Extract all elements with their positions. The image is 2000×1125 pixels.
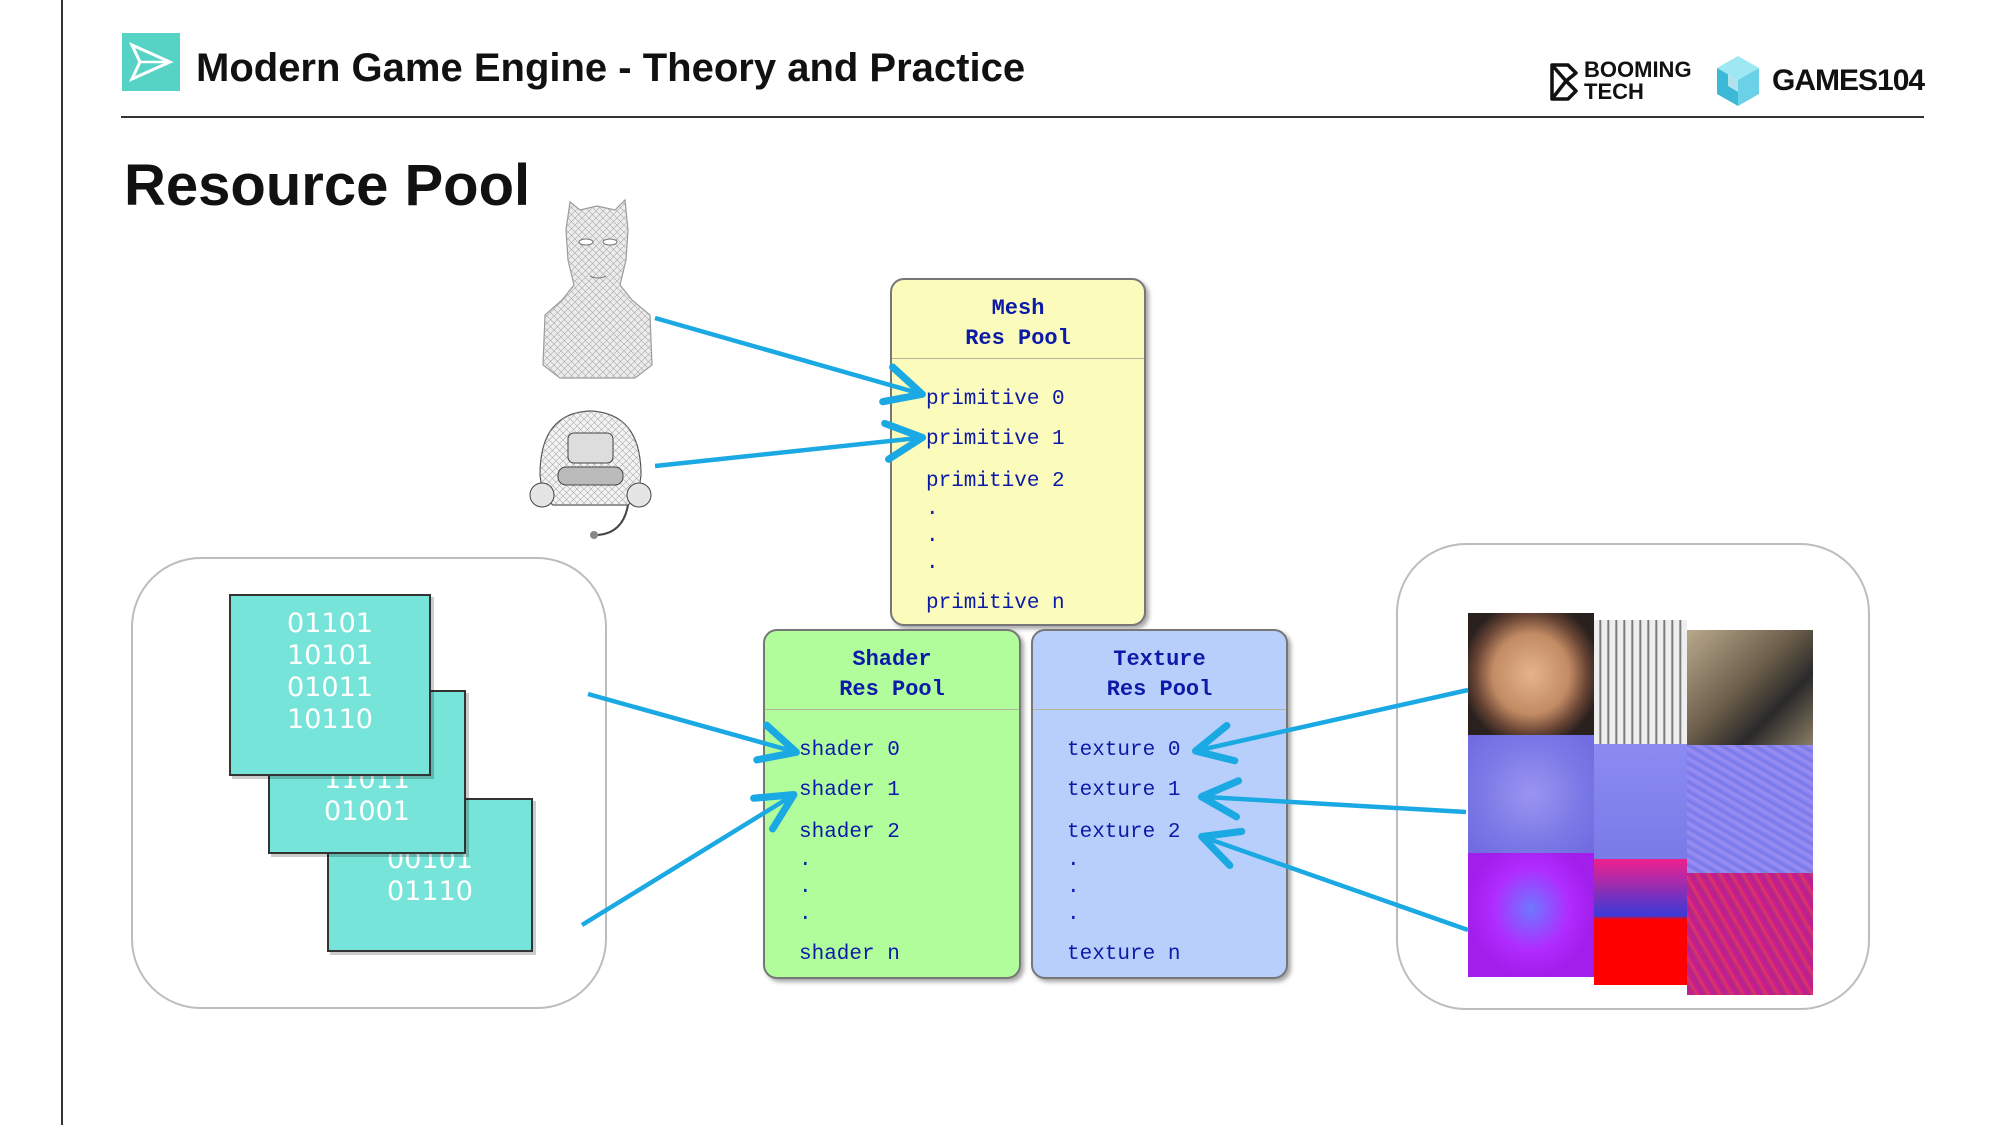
face-specular-texture xyxy=(1468,853,1594,977)
binary-page-1: 01101 10101 01011 10110 xyxy=(229,594,431,776)
shader-pool-divider xyxy=(765,709,1019,710)
texture-pool-title-line2: Res Pool xyxy=(1106,677,1213,702)
mesh-pool-divider xyxy=(892,358,1144,359)
booming-text: BOOMING xyxy=(1584,57,1692,82)
texture-ellipsis-1: . xyxy=(1067,849,1080,872)
header-title: Modern Game Engine - Theory and Practice xyxy=(196,46,1026,90)
texture-res-pool: Texture Res Pool texture 0 texture 1 tex… xyxy=(1031,629,1288,979)
shader-pool-title-line1: Shader xyxy=(852,647,932,672)
gear-specular-texture xyxy=(1687,873,1813,995)
head-mesh-wireframe-image xyxy=(542,198,653,379)
binary-page-1-line-4: 10110 xyxy=(287,704,373,735)
shader-ellipsis-1: . xyxy=(799,849,812,872)
binary-page-2-line-2: 01001 xyxy=(324,796,410,827)
shader-pool-title-line2: Res Pool xyxy=(839,677,945,702)
mesh-primitive-2: primitive 2 xyxy=(926,470,1065,493)
shader-res-pool: Shader Res Pool shader 0 shader 1 shader… xyxy=(763,629,1021,979)
helmet-mesh-wireframe-image xyxy=(529,410,652,539)
course-logo-icon xyxy=(122,33,180,91)
binary-page-1-line-3: 01011 xyxy=(287,672,373,703)
shader-0: shader 0 xyxy=(799,739,900,762)
arrow-texture-to-texture-2 xyxy=(1198,827,1469,933)
texture-0: texture 0 xyxy=(1067,739,1181,762)
left-margin-line xyxy=(61,0,63,1125)
arrow-binary-to-shader-1 xyxy=(580,791,798,927)
texture-n: texture n xyxy=(1067,943,1181,966)
binary-page-1-line-2: 10101 xyxy=(287,640,373,671)
mesh-primitive-1: primitive 1 xyxy=(926,428,1065,451)
games104-logo: GAMES104 xyxy=(1714,54,1925,108)
header-rule xyxy=(121,116,1924,118)
texture-1: texture 1 xyxy=(1067,779,1181,802)
mesh-ellipsis-1: . xyxy=(926,498,939,521)
texture-ellipsis-3: . xyxy=(1067,903,1080,926)
hair-texture xyxy=(1594,620,1687,744)
texture-pool-title-line1: Texture xyxy=(1113,647,1206,672)
gear-diffuse-texture xyxy=(1687,630,1813,745)
shader-ellipsis-3: . xyxy=(799,903,812,926)
texture-pool-title: Texture Res Pool xyxy=(1033,645,1286,705)
binary-page-3-line-2: 01110 xyxy=(387,876,473,907)
face-normal-texture xyxy=(1468,735,1594,853)
mesh-primitive-n: primitive n xyxy=(926,592,1065,615)
texture-2: texture 2 xyxy=(1067,821,1181,844)
arrow-texture-to-texture-1 xyxy=(1197,777,1467,821)
arrow-binary-to-shader-0 xyxy=(587,691,800,764)
arrow-helmet-to-primitive-1 xyxy=(654,419,927,469)
gear-normal-texture xyxy=(1687,745,1813,873)
mesh-ellipsis-2: . xyxy=(926,525,939,548)
mesh-res-pool: Mesh Res Pool primitive 0 primitive 1 pr… xyxy=(890,278,1146,626)
slide-title: Resource Pool xyxy=(124,153,531,218)
booming-b-icon xyxy=(1550,63,1578,101)
texture-ellipsis-2: . xyxy=(1067,876,1080,899)
shader-n: shader n xyxy=(799,943,900,966)
shader-ellipsis-2: . xyxy=(799,876,812,899)
games104-text: GAMES104 xyxy=(1772,64,1925,97)
mesh-pool-title-line2: Res Pool xyxy=(965,326,1071,351)
arrow-head-to-primitive-0 xyxy=(654,315,926,406)
shader-2: shader 2 xyxy=(799,821,900,844)
mesh-ellipsis-3: . xyxy=(926,552,939,575)
arrow-texture-to-texture-0 xyxy=(1192,687,1469,765)
tech-text: TECH xyxy=(1584,79,1644,104)
mesh-pool-title: Mesh Res Pool xyxy=(892,294,1144,354)
cube-logo-icon xyxy=(1717,56,1759,106)
hair-specular-texture xyxy=(1594,859,1687,985)
texture-pool-divider xyxy=(1033,709,1286,710)
shader-pool-title: Shader Res Pool xyxy=(765,645,1019,705)
hair-normal-texture xyxy=(1594,744,1687,859)
binary-page-1-line-1: 01101 xyxy=(287,608,373,639)
face-diffuse-texture xyxy=(1468,613,1594,735)
mesh-pool-title-line1: Mesh xyxy=(991,296,1045,321)
mesh-primitive-0: primitive 0 xyxy=(926,388,1065,411)
booming-tech-logo: BOOMING TECH xyxy=(1548,57,1698,107)
shader-1: shader 1 xyxy=(799,779,900,802)
